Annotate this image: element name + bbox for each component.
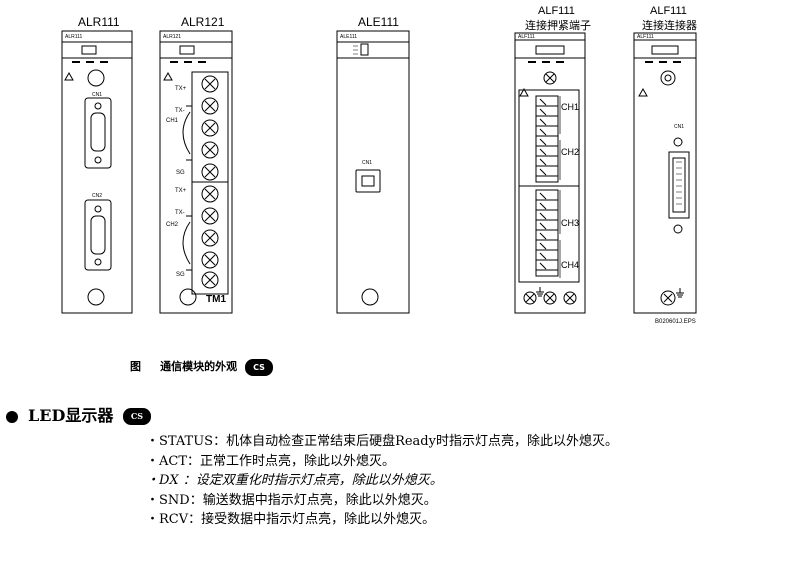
alr121-ch1: CH1 xyxy=(166,118,179,124)
alr111-title: ALR111 xyxy=(78,15,120,29)
module-figure: ALR111 ALR111 CN1 CN2 ALR121 xyxy=(61,5,697,325)
bullet-icon xyxy=(6,410,18,423)
alr121-tx-plus-2: TX+ xyxy=(175,188,187,194)
alr121-tag: ALR121 xyxy=(163,34,181,40)
warning-icon xyxy=(64,71,74,81)
list-item: ・ACT：正常工作时点亮，除此以外熄灭。 xyxy=(146,453,396,469)
caption-text: 通信模块的外观 xyxy=(160,360,238,373)
list-item: ・RCV：接受数据中指示灯点亮，除此以外熄灭。 xyxy=(146,512,436,527)
alf111b-cn1-label: CN1 xyxy=(674,124,684,130)
ground-icon xyxy=(676,288,684,298)
figure-caption: 图 通信模块的外观 CS xyxy=(130,358,273,376)
alr111-tag: ALR111 xyxy=(65,34,83,40)
alf111a-title: ALF111 xyxy=(538,5,575,17)
alr121-tx-plus: TX+ xyxy=(175,86,187,92)
alf111a-ch3: CH3 xyxy=(561,218,579,228)
warning-icon xyxy=(519,87,529,97)
section-heading: LED显示器 CS xyxy=(6,402,151,426)
module-alf111-connector: ALF111 连接连接器 ALF111 CN1 B020601J.EPS xyxy=(633,5,697,325)
module-alr111: ALR111 ALR111 CN1 CN2 xyxy=(61,15,133,314)
alr121-tx-minus-2: TX- xyxy=(175,210,185,216)
alr111-cn2-label: CN2 xyxy=(92,193,102,199)
cs-badge-icon: CS xyxy=(122,408,151,425)
module-alf111-terminal: ALF111 连接押紧端子 ALF111 CH1 CH2 xyxy=(514,5,591,314)
alr111-cn1-label: CN1 xyxy=(92,92,102,98)
alr121-tm1: TM1 xyxy=(206,294,226,305)
list-item: ・STATUS：机体自动检查正常结束后硬盘Ready时指示灯点亮，除此以外熄灭。 xyxy=(146,434,618,449)
ale111-tag: ALE111 xyxy=(340,34,357,40)
alf111a-ch1: CH1 xyxy=(561,102,579,112)
terminal-screws xyxy=(201,75,219,289)
clamp-terminals xyxy=(535,95,559,277)
alf111b-title: ALF111 xyxy=(650,5,687,17)
ale111-cn1-label: CN1 xyxy=(362,160,372,166)
warning-icon xyxy=(163,71,173,81)
module-ale111: ALE111 ALE111 CN1 xyxy=(336,15,410,314)
led-description-list: ・STATUS：机体自动检查正常结束后硬盘Ready时指示灯点亮，除此以外熄灭。… xyxy=(146,432,618,530)
alr121-ch2: CH2 xyxy=(166,222,179,228)
ale111-title: ALE111 xyxy=(358,15,399,29)
caption-label: 图 xyxy=(130,360,141,373)
alf111a-ch2: CH2 xyxy=(561,147,579,157)
alr121-sg1: SG xyxy=(176,170,185,176)
ground-icon xyxy=(536,287,544,297)
alf111b-tag: ALF111 xyxy=(637,34,654,40)
alr121-title: ALR121 xyxy=(181,15,225,29)
alf111a-tag: ALF111 xyxy=(518,34,535,40)
section-title: LED显示器 xyxy=(28,406,114,425)
alr121-tx-minus: TX- xyxy=(175,108,185,114)
list-item: ・SND：输送数据中指示灯点亮，除此以外熄灭。 xyxy=(146,492,437,508)
alr121-sg2: SG xyxy=(176,272,185,278)
list-item: ・DX ：设定双重化时指示灯点亮，除此以外熄灭。 xyxy=(146,473,443,488)
alf111b-subtitle: 连接连接器 xyxy=(642,19,697,32)
alf111a-ch4: CH4 xyxy=(561,260,579,270)
cs-badge-icon: CS xyxy=(245,358,273,376)
module-alr121: ALR121 ALR121 xyxy=(159,15,233,314)
warning-icon xyxy=(638,87,648,97)
alf111a-subtitle: 连接押紧端子 xyxy=(525,18,591,32)
figure-file: B020601J.EPS xyxy=(655,319,696,325)
